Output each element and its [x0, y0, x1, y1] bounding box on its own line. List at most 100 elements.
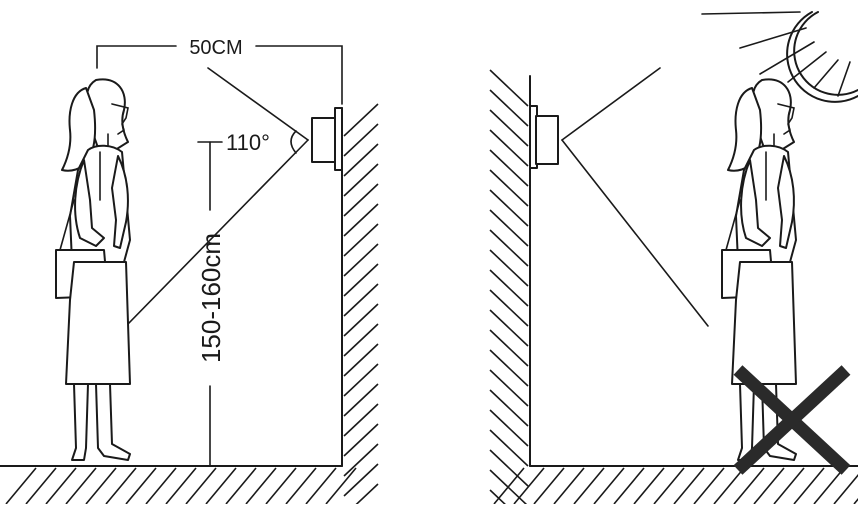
wall-hatch-line: [489, 209, 529, 247]
wall-hatch-line: [489, 89, 529, 127]
wall-hatch-line: [343, 203, 379, 237]
ground-hatch-line: [653, 467, 685, 505]
ground-hatch-line: [753, 467, 785, 505]
wall-hatch-line: [489, 449, 529, 487]
ground-hatch-line: [205, 467, 237, 505]
sun-ray: [739, 27, 807, 49]
wall-hatch-line: [343, 263, 379, 297]
wall-hatch-line: [343, 163, 379, 197]
wall-hatch-line: [343, 143, 379, 177]
sun-ray: [759, 41, 815, 75]
right-view-lines: [561, 67, 709, 327]
wall-hatch-line: [489, 289, 529, 327]
ground-hatch-line: [325, 467, 357, 505]
left-panel-correct: 50CM 110° 150-160cm: [0, 37, 379, 509]
ground-hatch-line: [553, 467, 585, 505]
wall-hatch-line: [350, 483, 379, 509]
right-panel-incorrect: [489, 11, 858, 509]
wall-hatch-line: [343, 283, 379, 317]
ground-hatch-line: [265, 467, 297, 505]
ground-hatch-line: [633, 467, 665, 505]
wall-hatch-line: [489, 369, 529, 407]
ground-hatch-line: [673, 467, 705, 505]
wall-hatch-line: [343, 463, 379, 497]
wall-hatch-line: [343, 183, 379, 217]
wall-hatch-line: [489, 429, 529, 467]
ground-hatch-line: [45, 467, 77, 505]
wall-hatch-line: [343, 243, 379, 277]
wall-hatch-line: [343, 363, 379, 397]
sun-ray: [813, 59, 839, 89]
wall-hatch-line: [489, 189, 529, 227]
wall-hatch-line: [343, 443, 379, 477]
sun-ray: [701, 11, 801, 15]
angle-label: 110°: [226, 130, 270, 155]
wall-hatch-line: [343, 423, 379, 457]
left-door-station: [311, 107, 343, 171]
right-ground: [493, 465, 858, 505]
ground-hatch-line: [125, 467, 157, 505]
wall-hatch-line: [489, 269, 529, 307]
ground-hatch-line: [5, 467, 37, 505]
wall-hatch-line: [343, 223, 379, 257]
ground-hatch-line: [285, 467, 317, 505]
wall-hatch-line: [343, 103, 379, 137]
ground-hatch-line: [573, 467, 605, 505]
wall-hatch-line: [489, 329, 529, 367]
ground-hatch-line: [225, 467, 257, 505]
ground-hatch-line: [813, 467, 845, 505]
cross-icon: [733, 365, 851, 475]
woman-figure-right: [721, 78, 797, 461]
wall-hatch-line: [489, 249, 529, 287]
view-angle-lines: 110°: [125, 67, 309, 327]
ground-hatch-line: [533, 467, 565, 505]
ground-hatch-line: [245, 467, 277, 505]
ground-hatch-line: [833, 473, 858, 505]
wall-hatch-line: [343, 403, 379, 437]
ground-hatch-line: [733, 467, 765, 505]
wall-hatch-line: [343, 123, 379, 157]
right-door-station: [529, 105, 559, 169]
ground-hatch-line: [145, 467, 177, 505]
ground-hatch-line: [693, 467, 725, 505]
sun-ray: [787, 51, 827, 83]
ground-hatch-line: [165, 467, 197, 505]
wall-hatch-line: [489, 389, 529, 427]
ground-hatch-line: [613, 467, 645, 505]
wall-hatch-line: [489, 169, 529, 207]
left-ground: [0, 465, 357, 505]
wall-hatch-line: [489, 129, 529, 167]
wall-hatch-line: [489, 409, 529, 447]
right-wall: [489, 69, 531, 509]
ground-hatch-line: [305, 467, 337, 505]
ground-hatch-line: [105, 467, 137, 505]
wall-hatch-line: [343, 323, 379, 357]
height-dimension: 150-160cm: [196, 141, 226, 467]
ground-hatch-line: [853, 497, 858, 505]
height-label: 150-160cm: [196, 233, 226, 363]
wall-hatch-line: [343, 343, 379, 377]
wall-hatch-line: [489, 69, 529, 107]
ground-hatch-line: [773, 467, 805, 505]
wall-hatch-line: [489, 309, 529, 347]
ground-hatch-line: [713, 467, 745, 505]
wall-hatch-line: [489, 109, 529, 147]
wall-hatch-line: [343, 303, 379, 337]
left-wall: [341, 103, 379, 509]
sun-ray: [837, 61, 851, 97]
ground-hatch-line: [25, 467, 57, 505]
ground-hatch-line: [65, 467, 97, 505]
wall-hatch-line: [489, 469, 529, 507]
wall-hatch-line: [489, 229, 529, 267]
sun-icon: [701, 11, 858, 103]
woman-figure-left: [55, 78, 131, 461]
ground-hatch-line: [593, 467, 625, 505]
wall-hatch-line: [489, 149, 529, 187]
wall-hatch-line: [343, 383, 379, 417]
ground-hatch-line: [185, 467, 217, 505]
ground-hatch-line: [793, 467, 825, 505]
distance-dimension: 50CM: [96, 37, 343, 105]
ground-hatch-line: [85, 467, 117, 505]
wall-hatch-line: [489, 349, 529, 387]
